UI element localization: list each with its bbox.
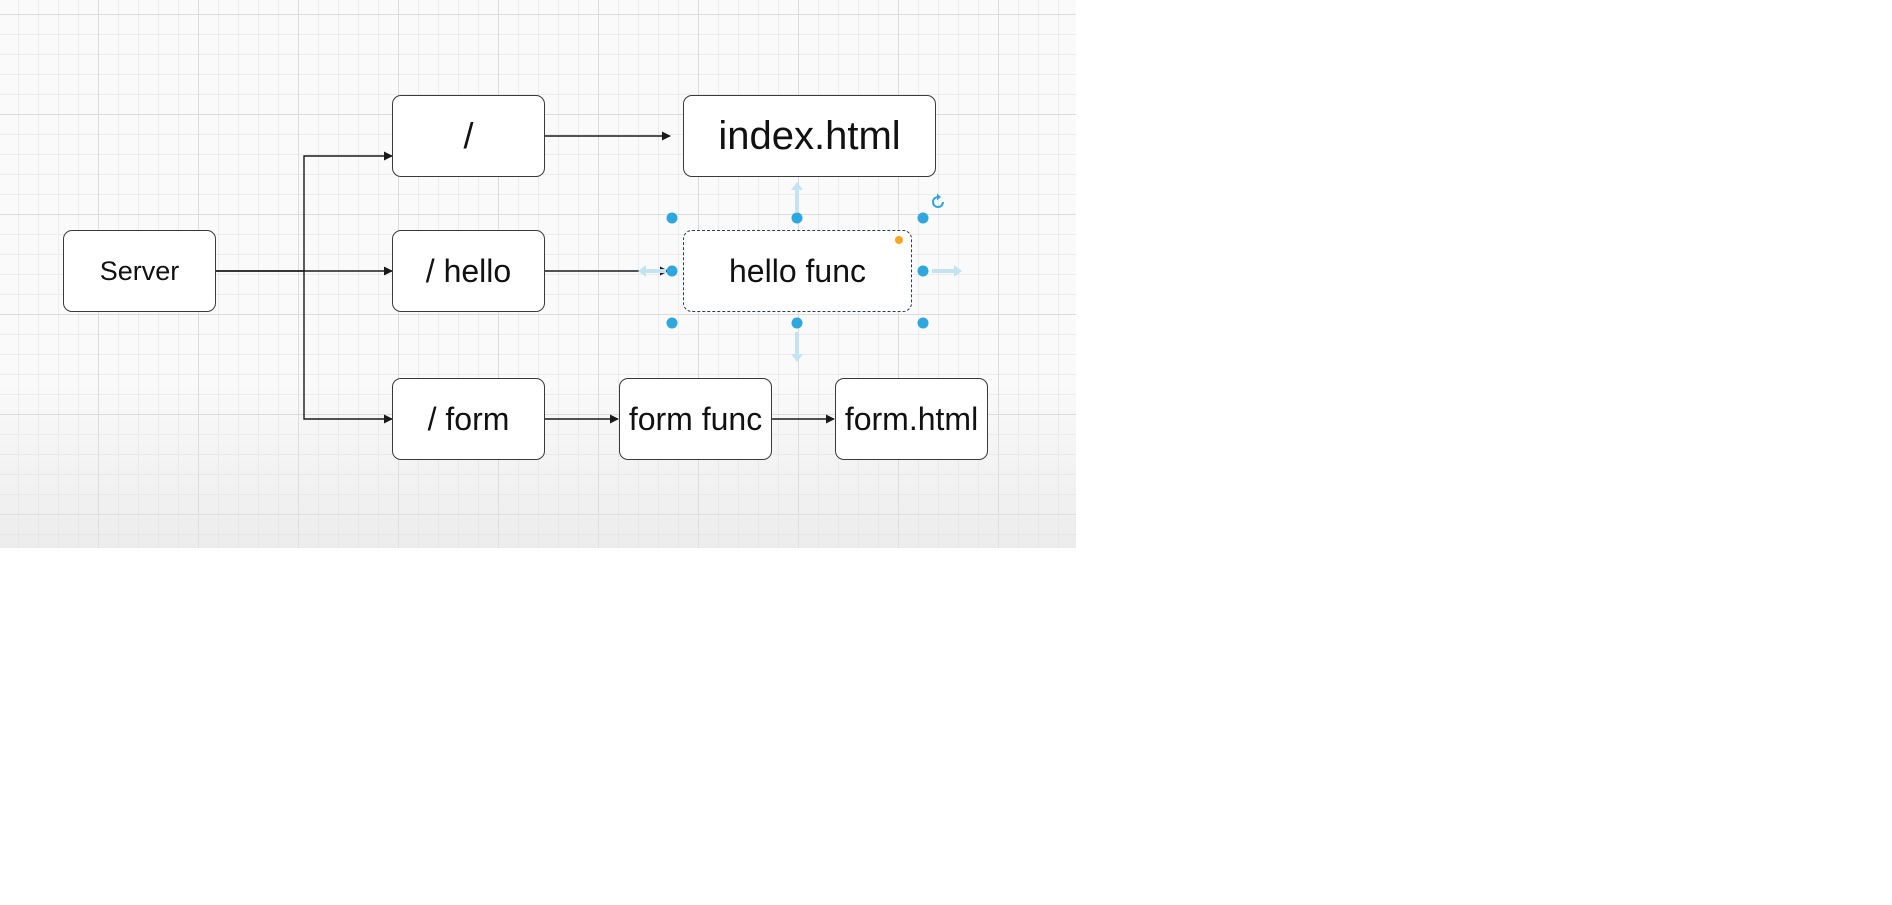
index-html-label: index.html	[718, 113, 901, 158]
resize-handle-top[interactable]	[791, 212, 803, 224]
resize-handle-bottom-left[interactable]	[666, 317, 678, 329]
form-html-node[interactable]: form.html	[835, 378, 988, 460]
index-html-node[interactable]: index.html	[683, 95, 936, 177]
arrow-hint-down-icon[interactable]	[788, 330, 806, 364]
root-route-node[interactable]: /	[392, 95, 545, 177]
form-func-label: form func	[628, 400, 763, 437]
arrow-hint-up-icon[interactable]	[788, 180, 806, 214]
root-route-label: /	[463, 115, 474, 156]
edge-server-to-form[interactable]	[303, 271, 393, 424]
arrow-hint-right-icon[interactable]	[930, 262, 964, 280]
hello-func-node[interactable]: hello func	[683, 230, 912, 312]
connector-layer	[215, 131, 835, 424]
resize-handle-right[interactable]	[917, 265, 929, 277]
resize-handle-bottom[interactable]	[791, 317, 803, 329]
form-func-node[interactable]: form func	[619, 378, 772, 460]
arrow-hint-left-icon[interactable]	[636, 262, 668, 280]
hello-route-label: / hello	[425, 252, 512, 289]
resize-handle-left[interactable]	[666, 265, 678, 277]
hello-route-node[interactable]: / hello	[392, 230, 545, 312]
server-node[interactable]: Server	[63, 230, 216, 312]
resize-handle-bottom-right[interactable]	[917, 317, 929, 329]
form-route-label: / form	[427, 400, 510, 437]
resize-handle-top-right[interactable]	[917, 212, 929, 224]
rotate-icon[interactable]	[928, 192, 948, 212]
form-html-label: form.html	[844, 400, 979, 437]
hello-func-label: hello func	[729, 252, 866, 289]
form-route-node[interactable]: / form	[392, 378, 545, 460]
resize-handle-top-left[interactable]	[666, 212, 678, 224]
edit-marker-icon[interactable]	[895, 236, 903, 244]
diagram-canvas[interactable]: Server / index.html / hello hello func /…	[0, 0, 1076, 548]
edge-server-to-root[interactable]	[215, 151, 393, 272]
server-label: Server	[99, 255, 180, 286]
